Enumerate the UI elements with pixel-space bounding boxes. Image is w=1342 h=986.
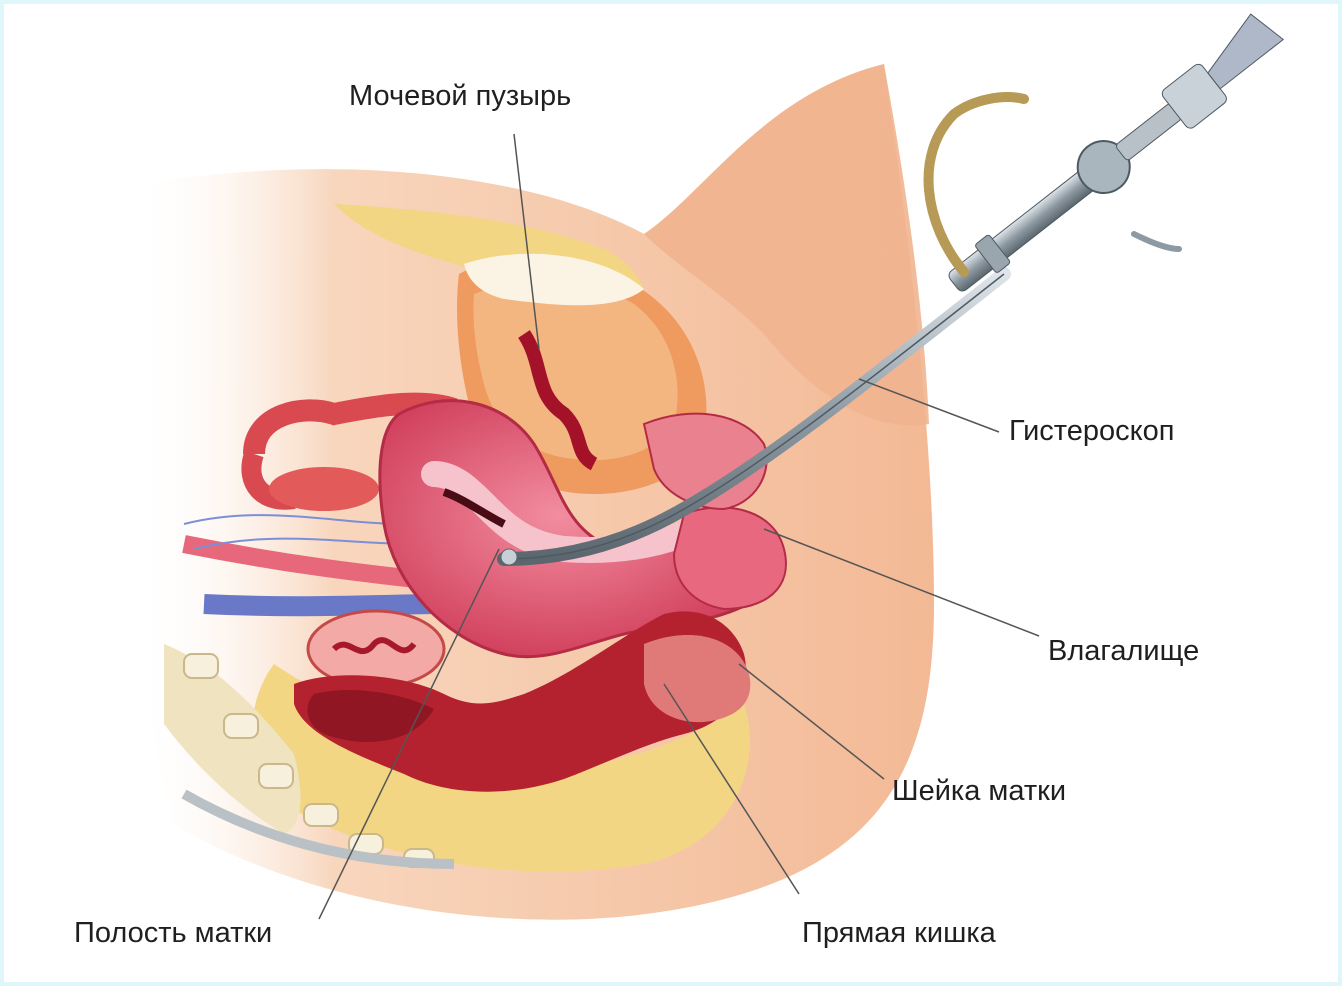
ovary <box>308 611 444 687</box>
label-hysteroscope: Гистероскоп <box>1009 417 1174 446</box>
label-bladder: Мочевой пузырь <box>349 82 571 111</box>
label-uterine-cavity: Полость матки <box>74 919 272 948</box>
label-vagina: Влагалище <box>1048 637 1199 666</box>
label-cervix: Шейка матки <box>892 777 1066 806</box>
cervix <box>674 507 786 609</box>
label-rectum: Прямая кишка <box>802 919 996 948</box>
anatomy-illustration <box>4 4 1342 986</box>
